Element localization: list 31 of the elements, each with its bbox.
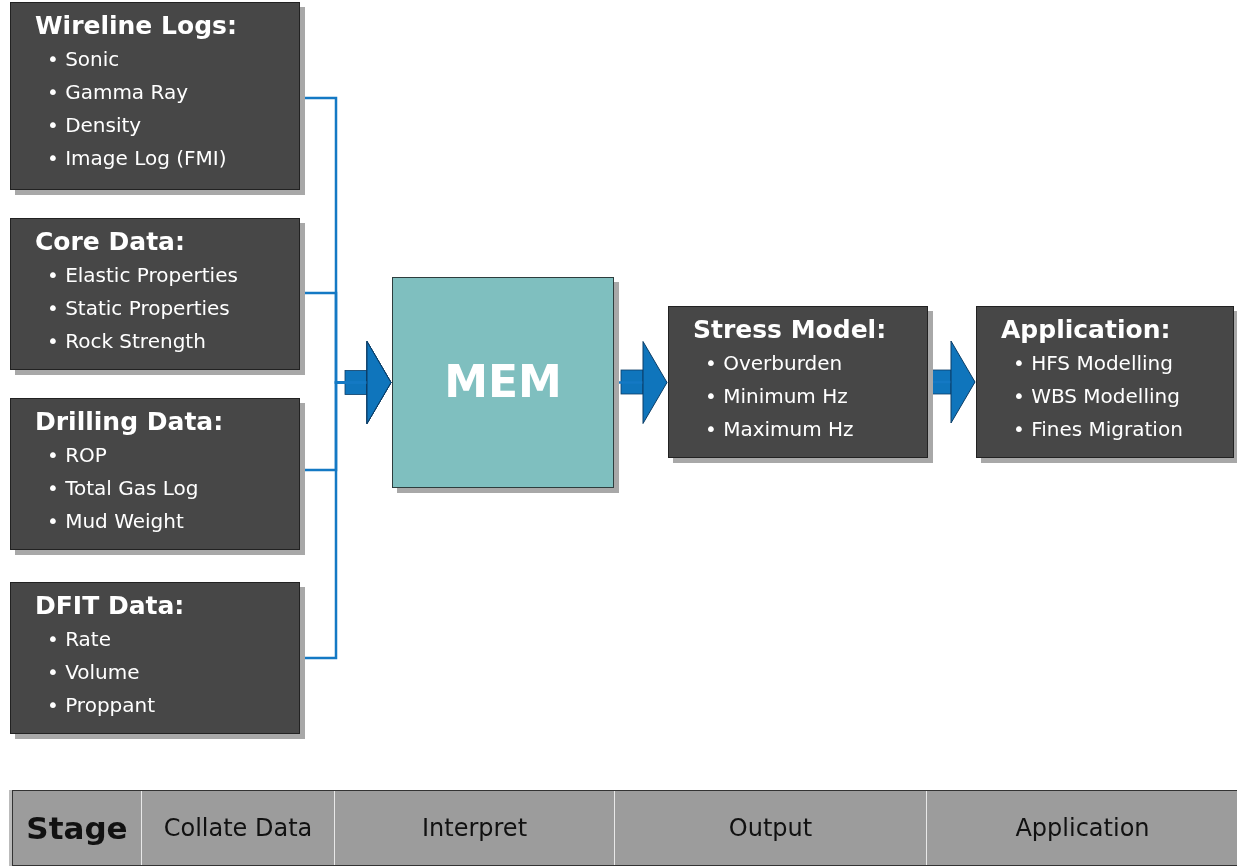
bullet-item: • Rate (47, 626, 112, 653)
bullet-item: • Gamma Ray (47, 79, 190, 106)
bullet-item: • ROP (47, 442, 108, 469)
box-heading: Wireline Logs: (35, 11, 237, 41)
model-title: MEM (444, 356, 562, 409)
bullet-item: • Total Gas Log (47, 475, 199, 502)
bullet-item: • Minimum Hz (705, 383, 849, 410)
box-heading: Application: (1001, 315, 1171, 345)
bullet-item: • Fines Migration (1013, 416, 1183, 443)
bullet-item: • Proppant (47, 692, 156, 719)
bullet-item: • WBS Modelling (1013, 383, 1181, 410)
bullet-item: • Rock Strength (47, 328, 207, 355)
stage-cell: Output (614, 791, 926, 865)
box-heading: DFIT Data: (35, 591, 185, 621)
stage-cell: Collate Data (141, 791, 334, 865)
box-heading: Drilling Data: (35, 407, 224, 437)
bullet-item: • Density (47, 112, 143, 139)
bullet-item: • Maximum Hz (705, 416, 854, 443)
row-header: Stage (25, 809, 129, 848)
bullet-item: • Image Log (FMI) (47, 145, 227, 172)
bullet-item: • Overburden (705, 350, 844, 377)
bullet-item: • Mud Weight (47, 508, 185, 535)
box-heading: Core Data: (35, 227, 185, 257)
stage-cell: Application (926, 791, 1237, 865)
bullet-item: • Sonic (47, 46, 121, 73)
box-heading: Stress Model: (693, 315, 887, 345)
bullet-item: • Static Properties (47, 295, 231, 322)
stage-cell: Interpret (334, 791, 614, 865)
bullet-item: • Volume (47, 659, 141, 686)
bullet-item: • HFS Modelling (1013, 350, 1174, 377)
bullet-item: • Elastic Properties (47, 262, 238, 289)
